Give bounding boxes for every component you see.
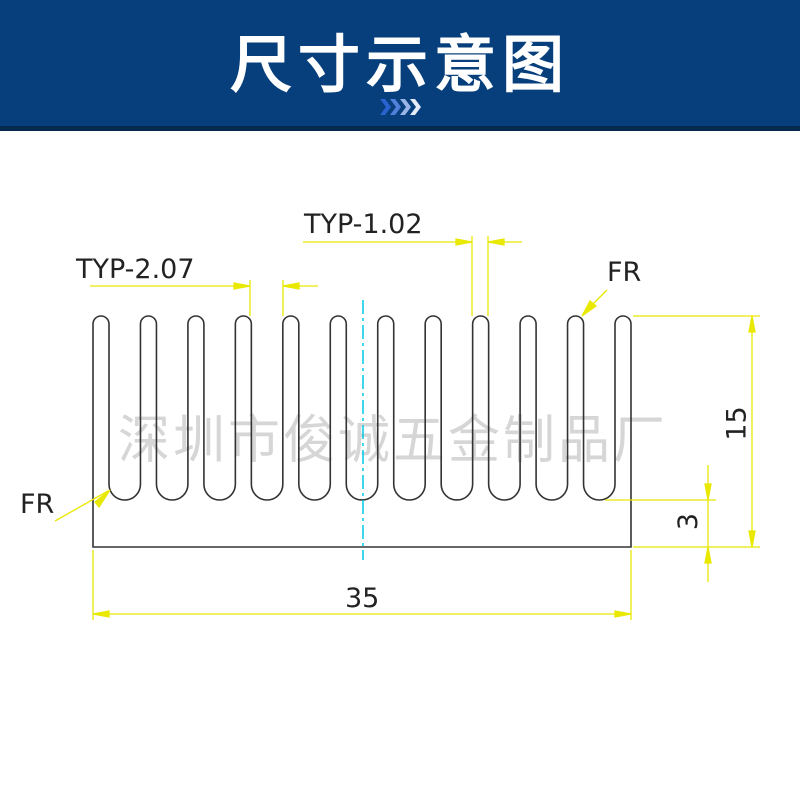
dimension-lines <box>54 236 760 620</box>
page-title: 尺寸示意图 <box>229 28 570 101</box>
heatsink-profile <box>92 315 632 548</box>
fin-pitch-label: TYP-2.07 <box>76 254 195 285</box>
base-dimension: 3 <box>673 512 705 531</box>
fin-thickness-label: TYP-1.02 <box>304 209 423 240</box>
height-dimension: 15 <box>721 406 753 441</box>
top-fillet-label: FR <box>607 257 642 288</box>
bottom-fillet-label: FR <box>20 489 55 520</box>
double-chevron-right-icon <box>380 99 421 115</box>
watermark: 深圳市俊诚五金制品厂 <box>118 411 669 471</box>
header-banner: 尺寸示意图 <box>0 0 800 131</box>
width-dimension: 35 <box>345 583 380 614</box>
